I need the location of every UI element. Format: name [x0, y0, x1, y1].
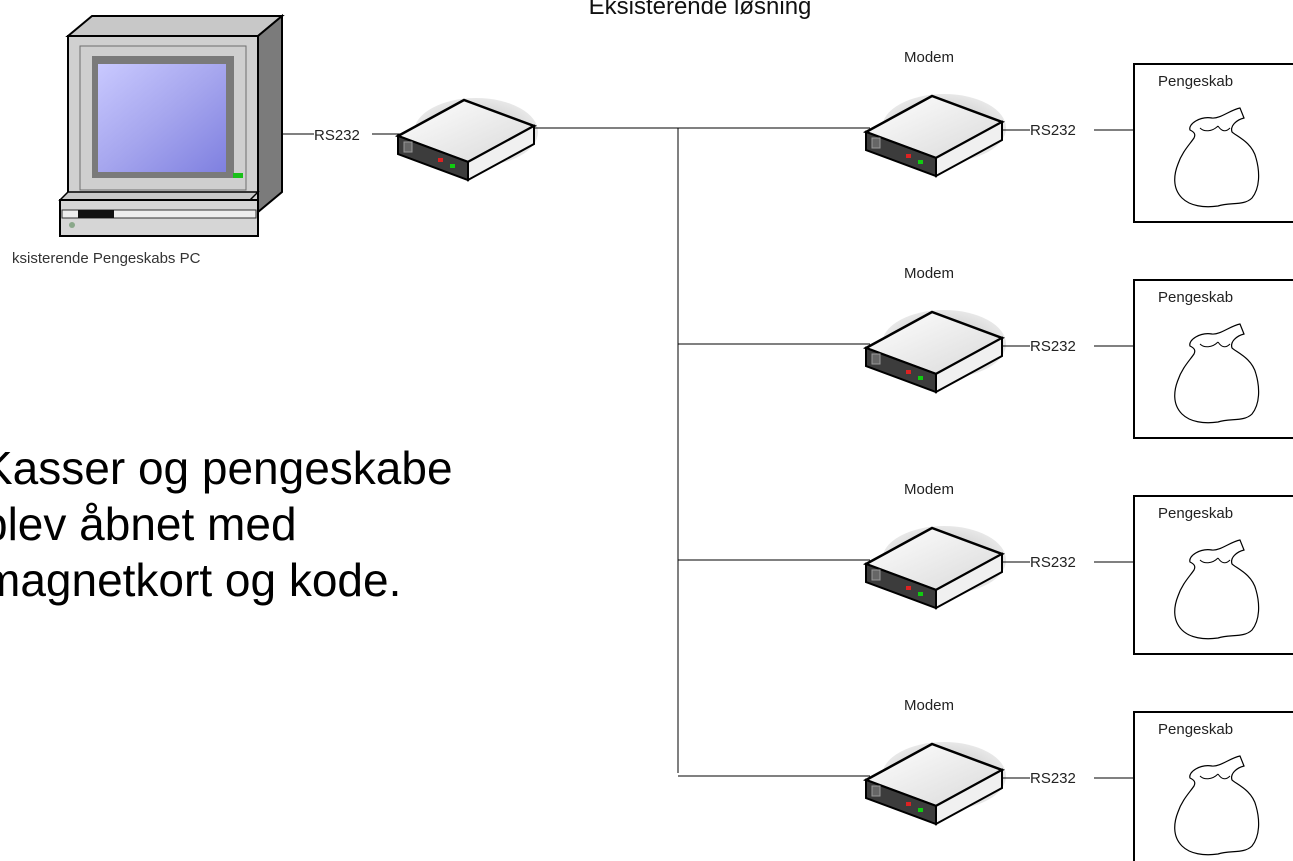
diagram-title: Eksisterende løsning [589, 0, 812, 20]
safe-label: Pengeskab [1158, 505, 1233, 522]
safe-label: Pengeskab [1158, 721, 1233, 738]
modem-icon [864, 308, 1008, 394]
modem-label: Modem [904, 265, 954, 282]
pc-link-label: RS232 [314, 127, 360, 144]
modem-label: Modem [904, 697, 954, 714]
modem-label: Modem [904, 49, 954, 66]
link-label: RS232 [1030, 338, 1076, 355]
modem-icon [864, 524, 1008, 610]
description-line: Kasser og pengeskabe [0, 442, 453, 494]
modem-label: Modem [904, 481, 954, 498]
pc-modem-icon [396, 96, 540, 182]
branch-list: ModemRS232PengeskabModemRS232PengeskabMo… [678, 49, 1293, 861]
safe-label: Pengeskab [1158, 289, 1233, 306]
pc-icon [58, 13, 285, 237]
link-label: RS232 [1030, 770, 1076, 787]
description-text: Kasser og pengeskabe blev åbnet med magn… [0, 440, 453, 608]
pc-label: ksisterende Pengeskabs PC [12, 250, 201, 267]
modem-icon [864, 740, 1008, 826]
modem-icon [864, 92, 1008, 178]
description-line: magnetkort og kode. [0, 554, 402, 606]
link-label: RS232 [1030, 122, 1076, 139]
link-label: RS232 [1030, 554, 1076, 571]
safe-label: Pengeskab [1158, 73, 1233, 90]
description-line: blev åbnet med [0, 498, 297, 550]
